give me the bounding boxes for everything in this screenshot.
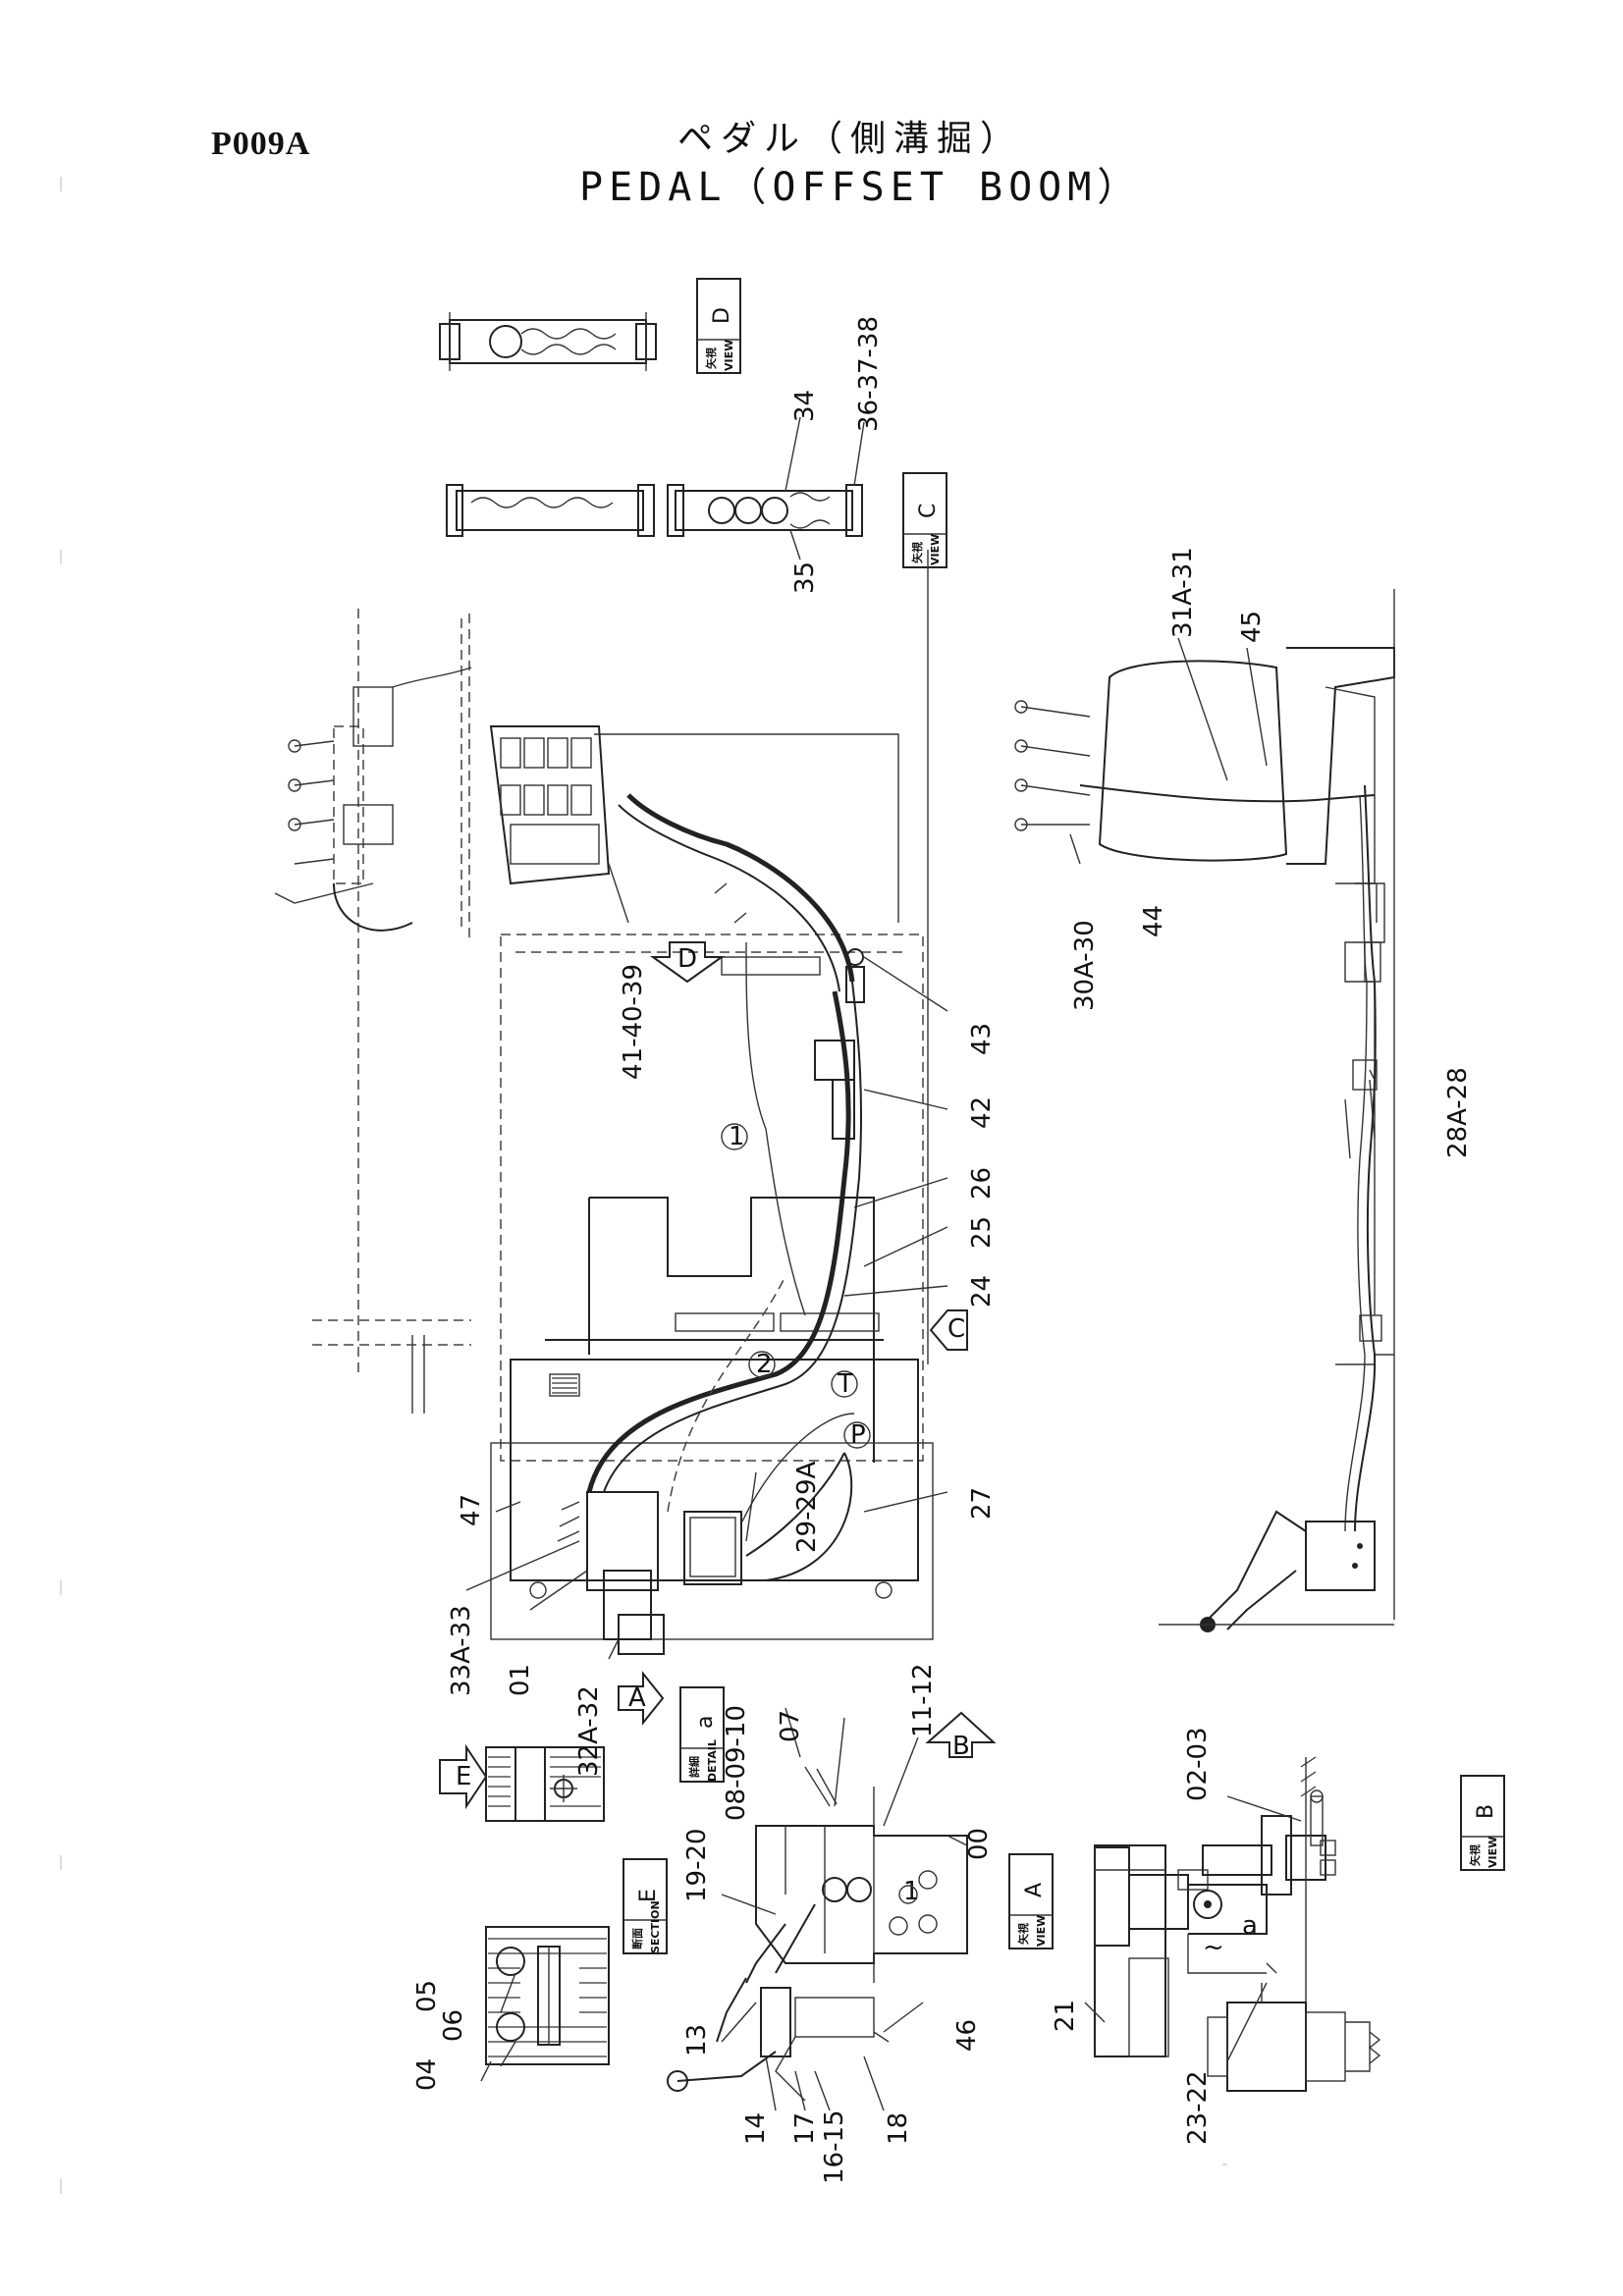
section-box-e-jp: 断面 [630, 1928, 644, 1949]
detail-box-a-en: DETAIL [706, 1739, 719, 1782]
view-b-mark-a: a [1242, 1911, 1258, 1941]
part-label-16-15: 16-15 [820, 2109, 849, 2184]
part-label-43: 43 [967, 1023, 997, 1055]
part-label-00: 00 [964, 1828, 994, 1860]
view-box-b-en: VIEW [1487, 1837, 1499, 1868]
part-label-11-12: 11-12 [908, 1663, 938, 1737]
arrow-letter-a: A [628, 1683, 646, 1713]
part-label-17: 17 [790, 2112, 820, 2145]
part-label-36-37-38: 36-37-38 [854, 316, 884, 432]
part-label-41-40-39: 41-40-39 [619, 964, 648, 1080]
circled-mark-2: 2 [748, 1350, 776, 1379]
arrow-letter-b: B [952, 1732, 970, 1761]
circled-mark-1: 1 [721, 1122, 748, 1151]
view-box-c-letter: C [916, 504, 941, 518]
view-box-a-letter: A [1022, 1883, 1047, 1897]
part-label-30a-30: 30A-30 [1070, 920, 1100, 1011]
arrow-view-a: A [618, 1671, 665, 1726]
view-c-brackets [446, 484, 863, 537]
detail-box-a-jp: 詳細 [687, 1756, 701, 1778]
view-box-b-letter: B [1474, 1804, 1498, 1819]
section-e [485, 1926, 610, 2065]
arrow-section-e: E [439, 1743, 488, 1810]
section-box-e: 断面 SECTION E [622, 1858, 668, 1954]
part-label-07: 07 [776, 1710, 805, 1742]
part-label-05: 05 [412, 1980, 442, 2012]
right-side-view [1014, 589, 1395, 1632]
arrow-view-c: C [929, 1309, 968, 1351]
part-label-19-20: 19-20 [682, 1828, 712, 1902]
arrow-letter-d: D [677, 944, 697, 974]
svg-text:P: P [850, 1420, 866, 1450]
view-box-c-jp: 矢視 [910, 542, 924, 563]
part-label-28a-28: 28A-28 [1443, 1067, 1473, 1158]
view-box-d: 矢視 VIEW D [696, 278, 741, 374]
view-box-d-en: VIEW [723, 340, 735, 371]
section-box-e-en: SECTION [649, 1900, 662, 1953]
view-b-post [1094, 1844, 1169, 2057]
part-label-33a-33: 33A-33 [447, 1605, 476, 1696]
part-label-24: 24 [967, 1275, 997, 1308]
view-box-c-en: VIEW [929, 534, 942, 565]
detail-box-a: 詳細 DETAIL a [679, 1686, 725, 1783]
part-label-31a-31: 31A-31 [1168, 547, 1198, 638]
part-label-26: 26 [967, 1167, 997, 1200]
part-label-35: 35 [790, 561, 820, 594]
part-label-14: 14 [741, 2112, 771, 2145]
arrow-letter-e: E [456, 1762, 471, 1791]
part-labels: 34 36-37-38 35 31A-31 45 30A-30 44 28A-2… [412, 316, 1473, 2184]
view-box-d-jp: 矢視 [704, 347, 718, 369]
view-box-c: 矢視 VIEW C [902, 472, 947, 568]
part-label-34: 34 [790, 390, 820, 422]
part-label-47: 47 [457, 1494, 486, 1526]
circled-mark-t: T [831, 1369, 858, 1399]
part-label-21: 21 [1051, 2000, 1080, 2032]
svg-text:2: 2 [756, 1350, 773, 1379]
part-label-32a-32: 32A-32 [574, 1685, 604, 1777]
part-label-13: 13 [682, 2024, 712, 2056]
view-box-b: 矢視 VIEW B [1460, 1775, 1505, 1871]
part-label-02-03: 02-03 [1183, 1727, 1213, 1801]
detail-box-a-letter: a [693, 1716, 718, 1729]
arrow-view-d: D [649, 941, 726, 984]
title-japanese: ペダル（側溝掘） [677, 119, 1024, 159]
part-label-44: 44 [1139, 905, 1168, 937]
part-label-18: 18 [884, 2112, 913, 2145]
part-label-27: 27 [967, 1487, 997, 1520]
part-label-08-09-10: 08-09-10 [722, 1705, 751, 1821]
part-label-25: 25 [967, 1216, 997, 1249]
view-b-mark-tilde: ~ [1203, 1933, 1224, 1962]
part-label-46: 46 [952, 2019, 982, 2052]
part-label-01: 01 [506, 1664, 535, 1696]
arrow-letter-c: C [947, 1314, 965, 1344]
leader-lines [465, 416, 1376, 2111]
part-label-29-29a: 29-29A [792, 1461, 822, 1553]
view-box-b-jp: 矢視 [1468, 1844, 1482, 1866]
part-label-06: 06 [439, 2009, 468, 2042]
scan-margin-marks [60, 177, 1227, 2194]
view-box-d-letter: D [710, 307, 734, 324]
view-box-a-jp: 矢視 [1016, 1923, 1030, 1945]
part-label-45: 45 [1237, 611, 1267, 643]
part-label-42: 42 [967, 1096, 997, 1129]
page-code: P009A [211, 126, 311, 162]
view-d-bracket [439, 312, 657, 371]
section-box-e-letter: E [636, 1889, 661, 1902]
detail-a-section [485, 1746, 605, 1822]
left-fittings [274, 667, 472, 932]
view-box-a: 矢視 VIEW A [1008, 1853, 1054, 1949]
part-label-23-22: 23-22 [1183, 2070, 1213, 2145]
svg-text:T: T [837, 1369, 853, 1399]
main-plan-view [274, 550, 934, 1655]
view-box-a-en: VIEW [1035, 1915, 1048, 1947]
part-label-04: 04 [412, 2058, 442, 2091]
circled-mark-p: P [843, 1420, 871, 1450]
title-english: PEDAL（OFFSET BOOM） [579, 165, 1143, 210]
view-a-pedal: 1 [667, 1766, 968, 2102]
svg-text:1: 1 [729, 1122, 745, 1151]
arrow-view-b: B [925, 1711, 997, 1761]
